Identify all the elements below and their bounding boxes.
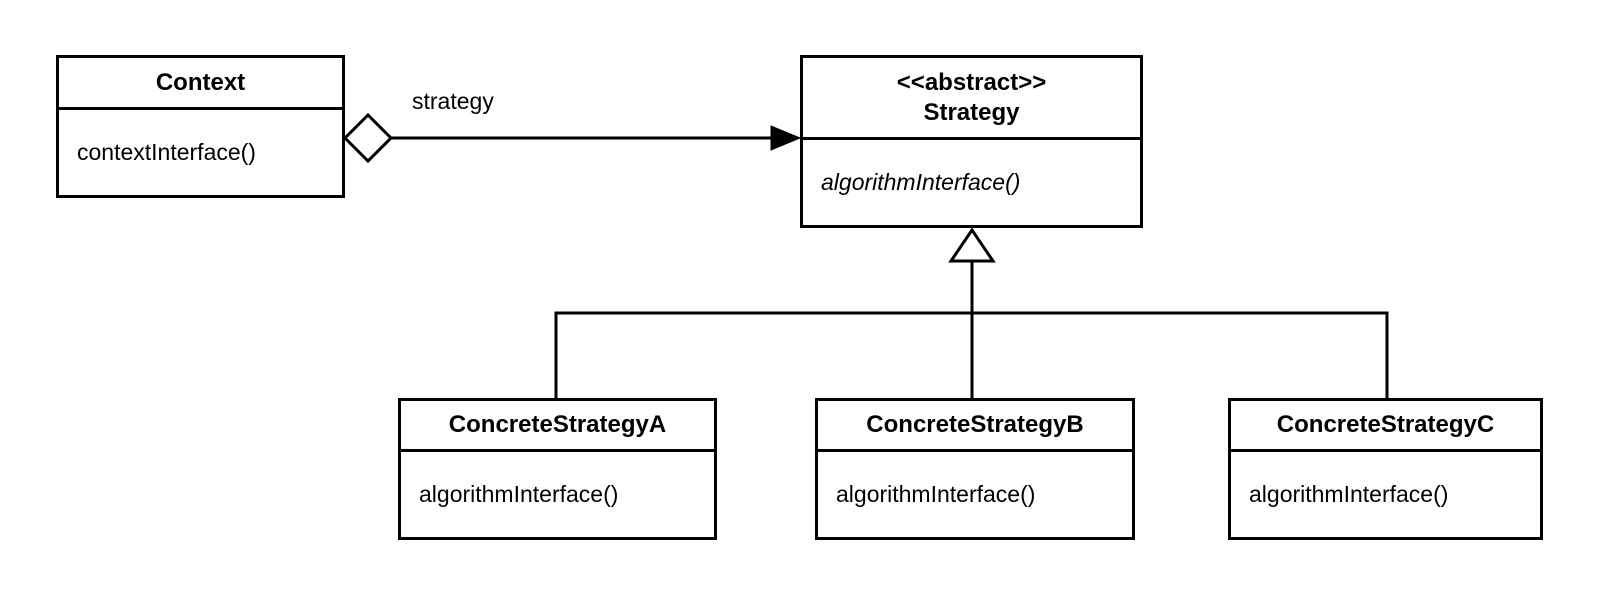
- class-strategy: <<abstract>> Strategy algorithmInterface…: [800, 55, 1143, 228]
- class-concrete-strategy-c-methods: algorithmInterface(): [1231, 452, 1540, 537]
- arrowhead-icon: [770, 125, 802, 151]
- class-stereotype: <<abstract>>: [896, 68, 1047, 96]
- class-concrete-strategy-a-methods: algorithmInterface(): [401, 452, 714, 537]
- generalization-branch-line: [554, 311, 1389, 398]
- class-context-methods: contextInterface(): [59, 110, 342, 195]
- method-label: algorithmInterface(): [419, 481, 619, 507]
- class-concrete-strategy-c: ConcreteStrategyC algorithmInterface(): [1228, 398, 1543, 540]
- class-name: Strategy: [923, 98, 1020, 126]
- class-name: ConcreteStrategyA: [448, 411, 667, 438]
- class-strategy-title: <<abstract>> Strategy: [803, 58, 1140, 140]
- method-label: algorithmInterface(): [1249, 481, 1449, 507]
- class-name: ConcreteStrategyB: [866, 411, 1084, 438]
- method-label: algorithmInterface(): [821, 169, 1021, 195]
- class-name: ConcreteStrategyC: [1276, 411, 1495, 438]
- class-concrete-strategy-a: ConcreteStrategyA algorithmInterface(): [398, 398, 717, 540]
- class-concrete-strategy-b-title: ConcreteStrategyB: [818, 401, 1132, 452]
- aggregation-edge-label: strategy: [412, 88, 494, 114]
- class-concrete-strategy-b: ConcreteStrategyB algorithmInterface(): [815, 398, 1135, 540]
- class-name: Context: [155, 68, 246, 96]
- generalization-triangle-icon: [948, 227, 996, 263]
- class-strategy-methods: algorithmInterface(): [803, 140, 1140, 225]
- class-concrete-strategy-c-title: ConcreteStrategyC: [1231, 401, 1540, 452]
- method-label: contextInterface(): [77, 139, 256, 165]
- class-concrete-strategy-b-methods: algorithmInterface(): [818, 452, 1132, 537]
- aggregation-diamond-icon: [342, 112, 394, 164]
- method-label: algorithmInterface(): [836, 481, 1036, 507]
- class-context-title: Context: [59, 58, 342, 110]
- class-concrete-strategy-a-title: ConcreteStrategyA: [401, 401, 714, 452]
- class-context: Context contextInterface(): [56, 55, 345, 198]
